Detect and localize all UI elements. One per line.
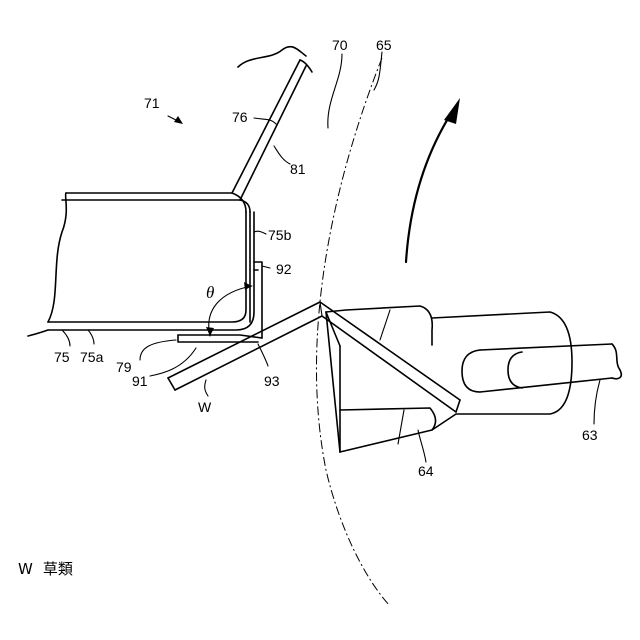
legend-text: 草類 <box>43 560 73 578</box>
shaft <box>462 344 621 392</box>
label-75a: 75a <box>80 349 104 365</box>
label-79: 79 <box>116 359 132 375</box>
label-93: 93 <box>264 373 280 389</box>
label-W: W <box>198 399 212 415</box>
cover-plate <box>28 47 312 336</box>
label-91: 91 <box>132 373 148 389</box>
label-theta: θ <box>206 283 214 302</box>
label-63: 63 <box>582 427 598 443</box>
knife <box>326 306 572 452</box>
label-81: 81 <box>290 161 306 177</box>
legend-symbol: W <box>18 560 33 578</box>
label-76: 76 <box>232 109 248 125</box>
label-65: 65 <box>376 37 392 53</box>
rotation-arrow <box>406 98 460 262</box>
label-92: 92 <box>276 261 292 277</box>
leader-lines <box>62 52 600 462</box>
label-75: 75 <box>54 349 70 365</box>
label-70: 70 <box>332 37 348 53</box>
label-75b: 75b <box>268 227 292 243</box>
label-64: 64 <box>418 463 434 479</box>
label-71: 71 <box>144 95 160 111</box>
grass <box>168 302 460 412</box>
legend: W 草類 <box>18 558 83 579</box>
